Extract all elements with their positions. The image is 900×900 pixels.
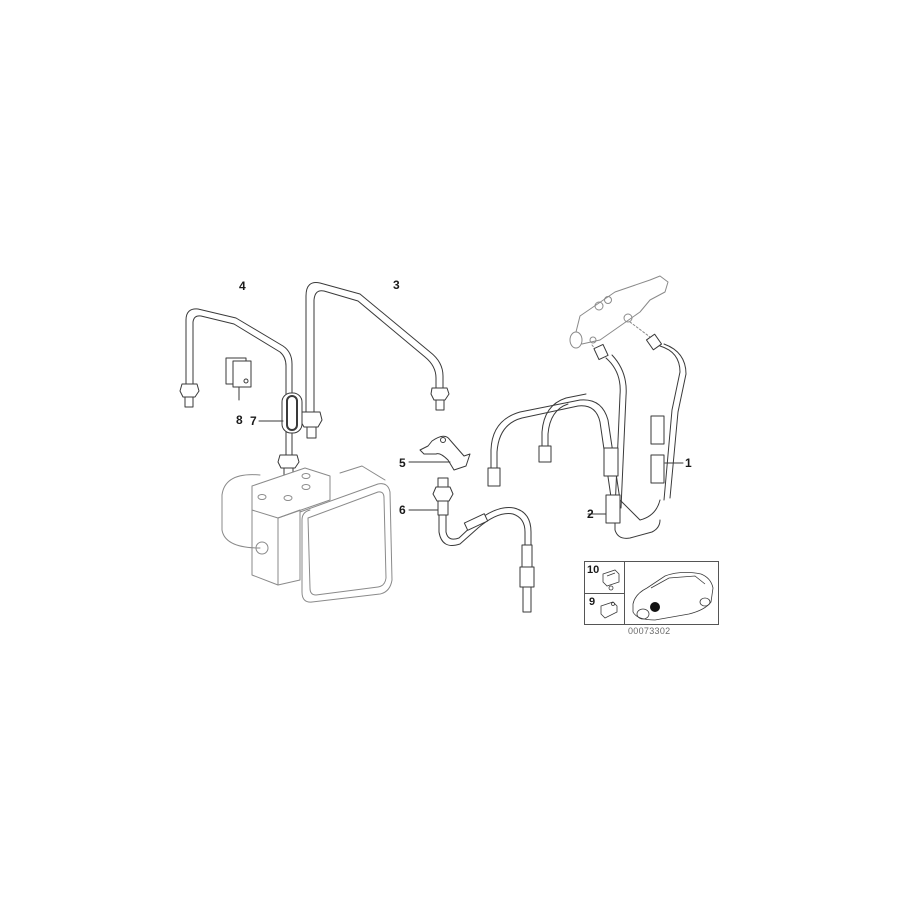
pipe-bracket[interactable] bbox=[408, 435, 471, 471]
vehicle-outline-icon bbox=[632, 572, 714, 621]
inset-parts-column bbox=[585, 562, 625, 624]
brake-hose[interactable] bbox=[408, 477, 535, 613]
callout-5[interactable]: 5 bbox=[399, 456, 406, 470]
brake-pipe-front[interactable] bbox=[593, 333, 687, 539]
diagram-id: 00073302 bbox=[628, 626, 671, 636]
callout-3[interactable]: 3 bbox=[393, 278, 400, 292]
inset-panel: 10 9 bbox=[584, 561, 719, 625]
inset-callout-10[interactable]: 10 bbox=[587, 564, 600, 576]
inset-divider bbox=[585, 593, 624, 594]
callout-8[interactable]: 8 bbox=[236, 413, 243, 427]
abs-hydraulic-unit[interactable] bbox=[221, 465, 393, 603]
callout-4[interactable]: 4 bbox=[239, 279, 246, 293]
inset-drawings bbox=[600, 569, 714, 621]
inset-callout-9[interactable]: 9 bbox=[589, 596, 596, 608]
grommet[interactable] bbox=[258, 392, 303, 434]
clip-holder-icon bbox=[602, 569, 620, 591]
brake-pipe-long[interactable] bbox=[299, 282, 450, 439]
clip-icon bbox=[600, 601, 618, 619]
location-marker-icon bbox=[650, 602, 660, 612]
callout-6[interactable]: 6 bbox=[399, 503, 406, 517]
brake-pipe-rear[interactable] bbox=[487, 393, 661, 524]
callout-7[interactable]: 7 bbox=[250, 414, 257, 428]
callout-2[interactable]: 2 bbox=[587, 507, 594, 521]
callout-1[interactable]: 1 bbox=[685, 456, 692, 470]
pipe-clip[interactable] bbox=[225, 357, 252, 401]
